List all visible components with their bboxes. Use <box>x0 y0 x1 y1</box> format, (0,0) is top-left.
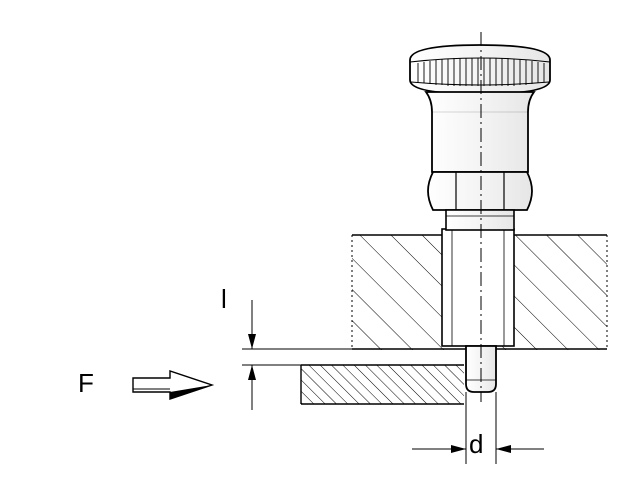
offset-dimension <box>242 300 352 410</box>
knurled-knob <box>409 44 551 95</box>
knob-neck <box>424 91 536 173</box>
thread-collar <box>445 209 515 231</box>
threaded-body <box>441 228 515 347</box>
diameter-dimension <box>412 392 544 464</box>
force-label: F <box>78 368 94 398</box>
force-arrow-icon <box>132 370 215 400</box>
hex-nut <box>427 171 533 211</box>
diameter-label: d <box>469 429 484 459</box>
offset-label: l <box>221 284 227 314</box>
lower-plate <box>300 364 464 405</box>
